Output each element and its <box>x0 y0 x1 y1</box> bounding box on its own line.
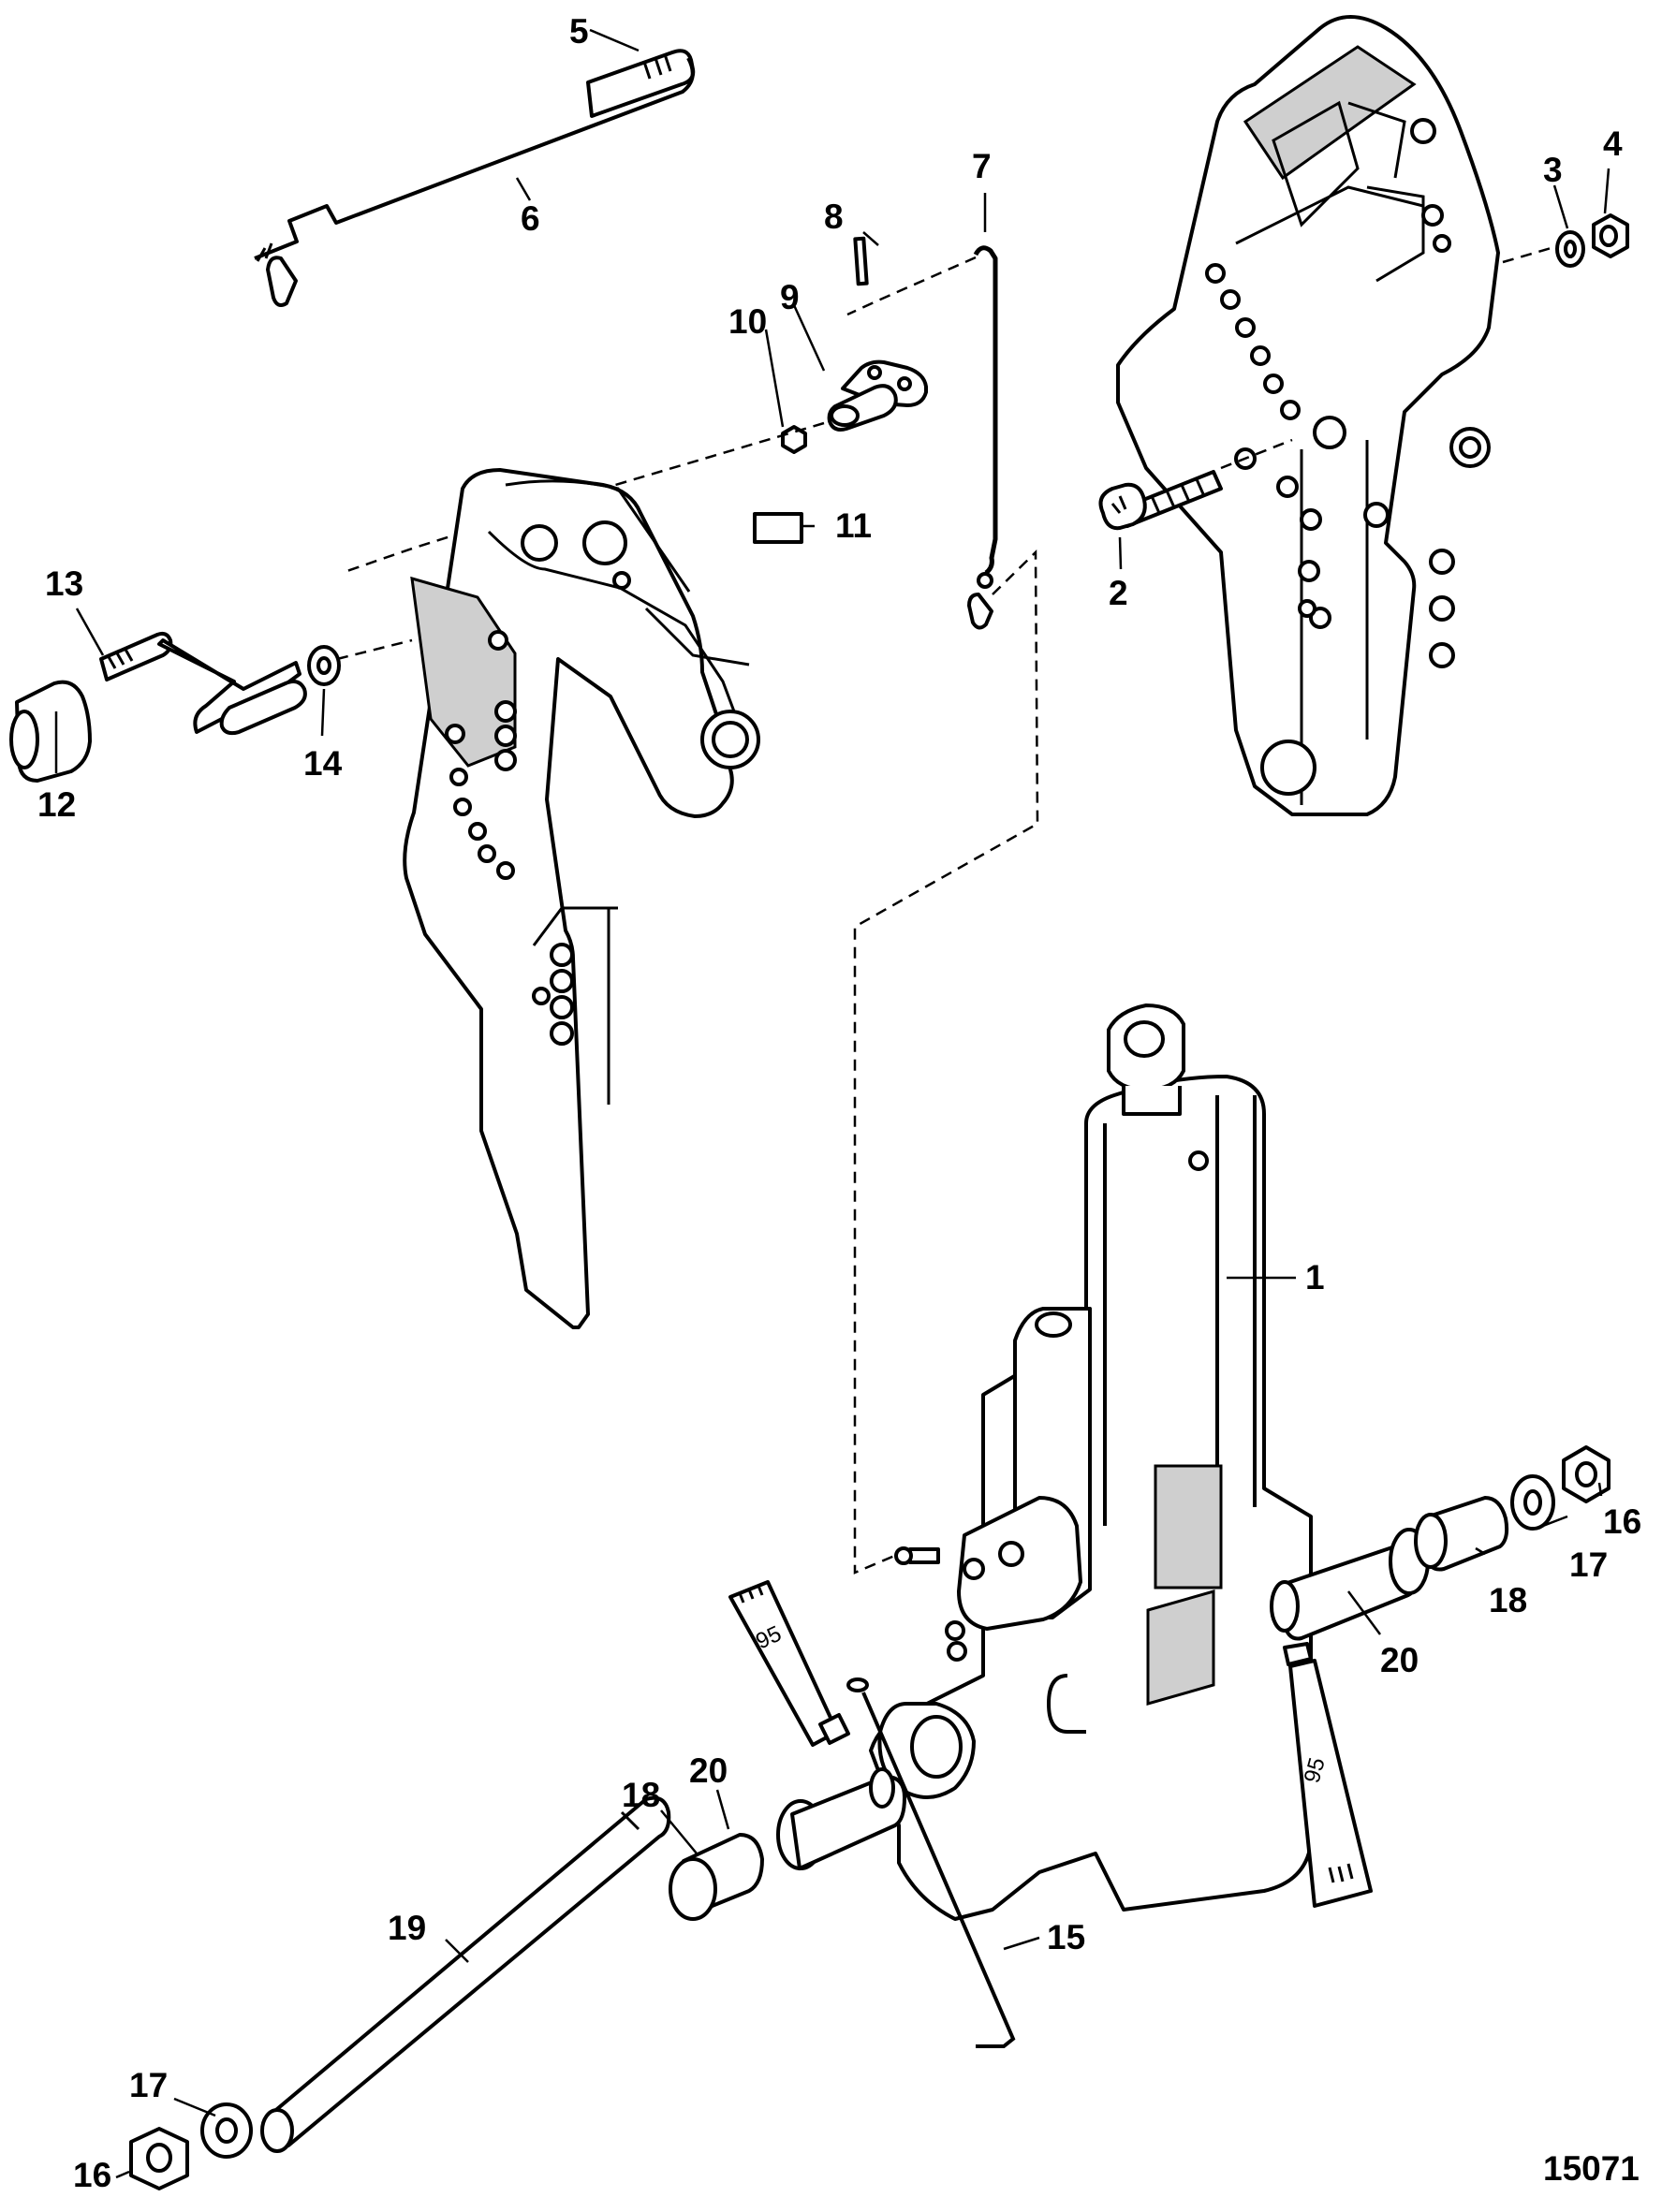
part-7-cable <box>967 245 998 630</box>
part-20-sleeve-left <box>776 1767 906 1870</box>
part-5-6-rod-assembly <box>254 49 696 307</box>
callout-16-right: 16 <box>1603 1502 1641 1541</box>
callout-19: 19 <box>388 1909 426 1947</box>
callout-13: 13 <box>45 564 83 603</box>
callout-5: 5 <box>569 12 589 51</box>
callout-15: 15 <box>1047 1918 1085 1956</box>
port-clamp-bracket <box>403 468 760 1329</box>
callout-4: 4 <box>1603 125 1623 163</box>
part-2-bolt <box>1098 470 1223 531</box>
part-19-pivot-shaft <box>260 1795 671 2153</box>
callout-12: 12 <box>37 785 76 824</box>
callout-18-left: 18 <box>622 1776 660 1814</box>
assembly-line-cable <box>853 549 1039 1575</box>
part-18-bushing-right <box>1414 1496 1509 1572</box>
assembly-line-washer <box>1502 245 1555 264</box>
grease-tube-95-left <box>728 1580 850 1747</box>
part-17-washer-left <box>200 2102 253 2159</box>
starboard-clamp-bracket <box>1116 15 1500 816</box>
callout-18-right: 18 <box>1489 1581 1527 1619</box>
grease-tube-95-right <box>1283 1642 1373 1908</box>
callout-1: 1 <box>1305 1258 1325 1296</box>
part-10-nut <box>781 425 807 454</box>
callout-9: 9 <box>780 278 800 316</box>
callout-16-left: 16 <box>73 2156 111 2194</box>
callout-17-right: 17 <box>1569 1545 1608 1584</box>
callout-10: 10 <box>728 302 767 341</box>
callout-7: 7 <box>972 147 992 185</box>
callout-6: 6 <box>521 199 540 238</box>
callout-20-right: 20 <box>1380 1641 1419 1679</box>
callout-11: 11 <box>835 506 872 545</box>
part-8-pin <box>853 236 869 286</box>
assembly-line-bolt <box>1220 438 1293 470</box>
part-16-nut-right <box>1562 1445 1611 1503</box>
part-1-tilt-cylinder <box>869 1003 1313 1921</box>
part-15-wire <box>846 1677 1016 2048</box>
callout-2: 2 <box>1109 574 1128 612</box>
callout-leaders <box>54 28 1611 2179</box>
part-11-decal <box>753 512 803 544</box>
part-13-pin <box>99 631 307 736</box>
part-12-cap <box>9 680 92 783</box>
assembly-line-pin <box>336 638 413 661</box>
part-18-bushing-left <box>669 1833 764 1921</box>
callout-20-left: 20 <box>689 1751 728 1790</box>
part-16-nut-left <box>129 2127 189 2190</box>
part-14-washer <box>307 645 341 686</box>
part-4-nut <box>1592 213 1629 258</box>
callout-8: 8 <box>824 198 844 236</box>
part-9-bracket <box>827 359 928 432</box>
part-3-washer <box>1555 230 1585 268</box>
figure-number: 15071 <box>1543 2149 1640 2188</box>
callout-17-left: 17 <box>129 2066 168 2104</box>
callout-3: 3 <box>1543 151 1563 189</box>
callout-14: 14 <box>303 744 343 783</box>
part-17-washer-right <box>1510 1474 1555 1531</box>
